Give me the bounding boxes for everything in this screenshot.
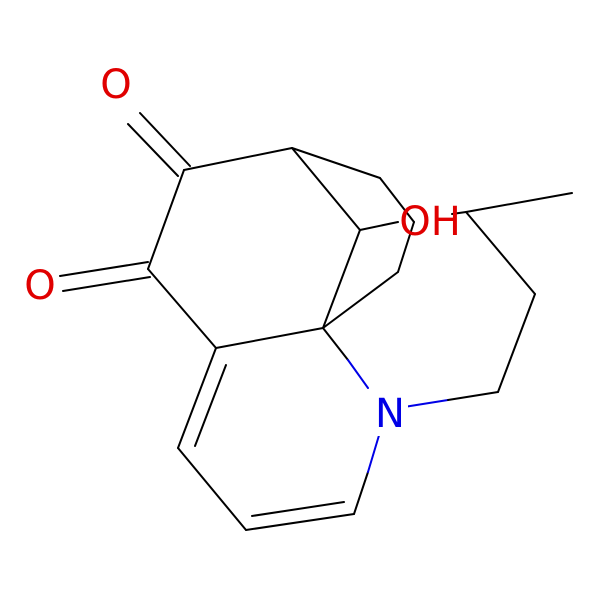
bond-c13-c14 xyxy=(497,293,536,393)
bond-c14-c15 xyxy=(465,211,536,295)
bond-n-c13 xyxy=(447,391,499,401)
bond-c10-c11 xyxy=(177,447,247,531)
bond-c4-c9 xyxy=(322,229,361,329)
bonds xyxy=(59,112,573,531)
bond-c5-c6 xyxy=(379,177,415,223)
bond-c9-n xyxy=(322,327,349,361)
bond-c11-c12-b xyxy=(251,501,345,517)
label-backdrop-n1 xyxy=(372,392,408,436)
bond-c7-c9 xyxy=(322,271,399,329)
bond-c12-n xyxy=(353,471,369,515)
label-backdrop-o2 xyxy=(22,264,58,308)
bond-c3-c4 xyxy=(291,147,361,231)
bond-c8-c10-b xyxy=(194,364,227,447)
bond-c15-c16 xyxy=(465,192,573,213)
bond-c2-c8 xyxy=(147,268,217,349)
bond-c9-n-blue xyxy=(347,359,369,389)
atom-o1: O xyxy=(100,62,131,108)
bond-c2-o2-a xyxy=(59,261,149,277)
bond-n-c13-blue xyxy=(403,399,449,408)
bond-c1-c3 xyxy=(183,147,293,171)
atom-n1: N xyxy=(375,391,405,437)
bond-c12-n-blue xyxy=(367,431,381,473)
bond-c1-o1-b xyxy=(127,123,179,177)
bond-c1-o1-a xyxy=(139,112,191,167)
bond-c3-c5 xyxy=(291,147,381,179)
bond-c11-c12-a xyxy=(245,513,355,531)
atom-o2: O xyxy=(24,263,55,309)
bond-c2-o2-b xyxy=(62,276,151,292)
bond-c4-oh xyxy=(359,221,399,231)
bond-c15-oh-side xyxy=(451,211,467,215)
bond-c8-c10-a xyxy=(177,347,217,449)
label-backdrop-o1 xyxy=(98,64,134,108)
bond-c1-c2 xyxy=(147,169,185,270)
atom-oh: OH xyxy=(399,199,461,245)
bond-c8-c9 xyxy=(215,327,324,349)
atom-labels: O O OH N xyxy=(22,62,461,437)
bond-c6-c7 xyxy=(397,221,415,273)
